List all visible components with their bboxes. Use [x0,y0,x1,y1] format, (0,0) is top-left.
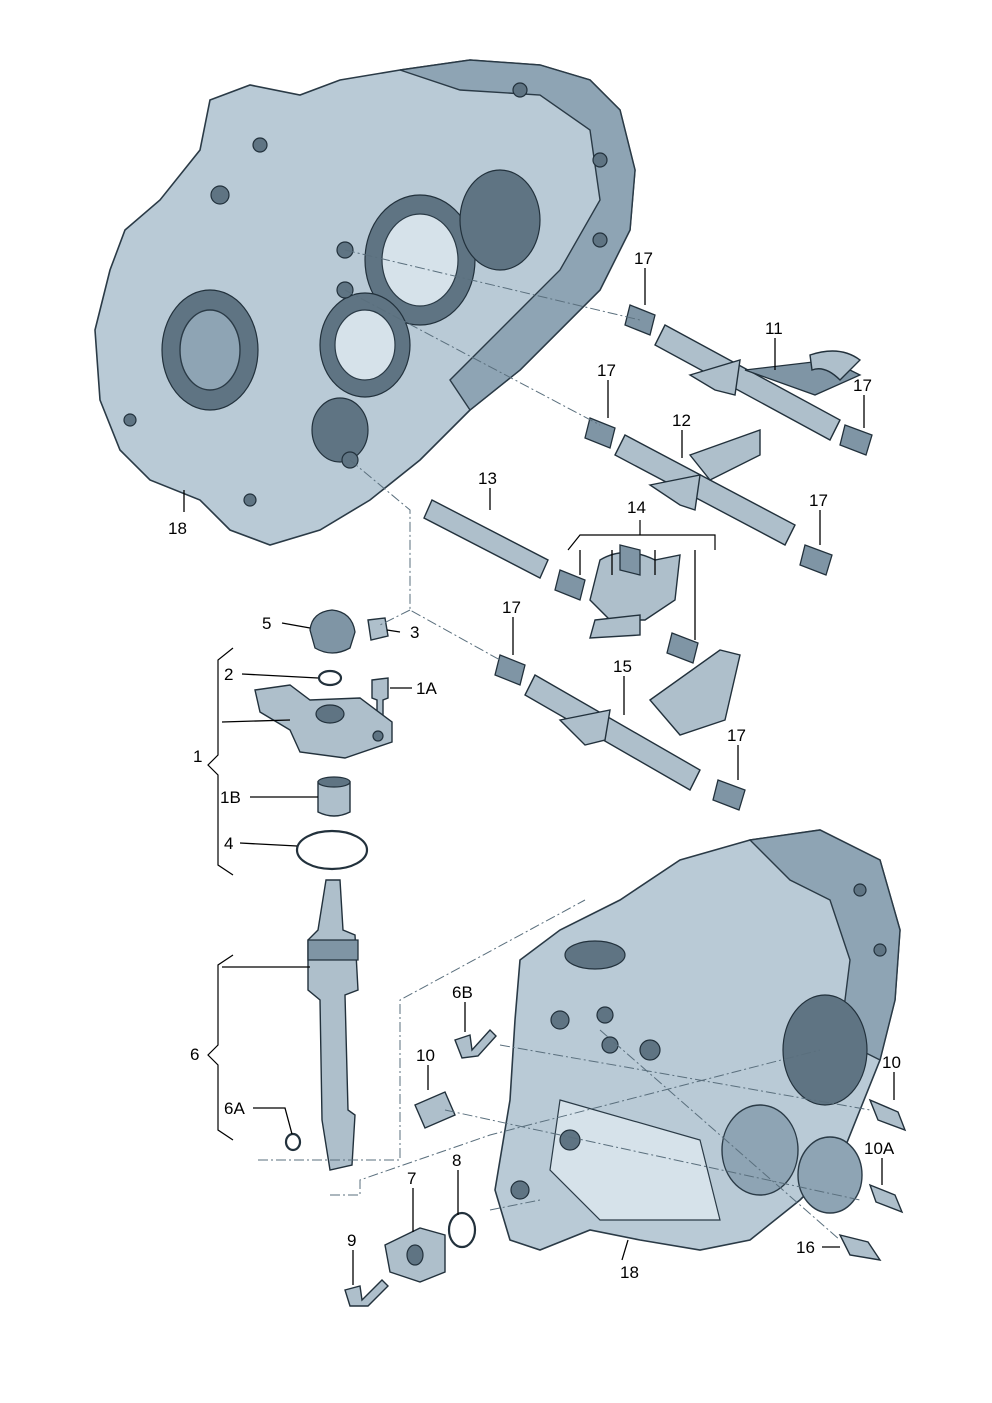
needle-bearing-17-b [839,424,873,456]
callout-6B: 6B [452,983,473,1002]
bracket-group-6 [207,954,234,1141]
callout-5: 5 [262,614,271,633]
callout-8: 8 [452,1151,461,1170]
shift-housing-1 [254,684,393,759]
callout-labels: 17 11 17 17 12 17 13 14 17 15 17 18 5 3 … [168,249,901,1282]
ring-6A [284,1132,302,1152]
callout-14: 14 [627,498,646,517]
callout-16: 16 [796,1238,815,1257]
needle-bearing-17-a [624,304,656,336]
needle-bearing-17-f [712,779,746,811]
callout-7: 7 [407,1169,416,1188]
needle-bearing-14-b [666,632,699,664]
bolt-9 [344,1279,389,1307]
bushing-1B [317,776,351,817]
shift-fork-14 [589,544,681,639]
callout-1: 1 [193,747,202,766]
callout-15: 15 [613,657,632,676]
callout-6A: 6A [224,1099,245,1118]
callout-1B: 1B [220,788,241,807]
shift-rod-12 [614,429,796,546]
cap-3 [367,617,389,641]
callout-10-right: 10 [882,1053,901,1072]
needle-bearing-17-c [584,417,616,449]
gearbox-housing-top [94,59,636,546]
callout-17-c: 17 [597,361,616,380]
assembly-axis-lines [258,249,871,1241]
callout-13: 13 [478,469,497,488]
bracket-group-1 [207,647,234,876]
callout-10A: 10A [864,1139,895,1158]
callout-11: 11 [765,319,783,338]
callout-9: 9 [347,1231,356,1250]
callout-18-bottom: 18 [620,1263,639,1282]
flange-7 [384,1227,446,1283]
o-ring-8 [447,1211,477,1249]
callout-17-f: 17 [727,726,746,745]
callout-1A: 1A [416,679,437,698]
sensor-10A [868,1183,904,1214]
plug-10-left [414,1091,456,1129]
callout-18-top: 18 [168,519,187,538]
switch-16 [838,1233,882,1261]
ring-2 [317,669,343,687]
gearbox-housing-bottom [494,829,901,1251]
o-ring-4 [295,829,369,871]
callout-17-e: 17 [502,598,521,617]
callout-17-b: 17 [853,376,872,395]
bracket-group-14 [567,520,716,551]
shift-rod-11 [654,324,862,441]
callout-4: 4 [224,834,233,853]
callout-12: 12 [672,411,691,430]
gear-lever-cap-5 [309,609,356,654]
shift-rod-15 [524,649,741,791]
callout-17-d: 17 [809,491,828,510]
callout-10-left: 10 [416,1046,435,1065]
needle-bearing-17-d [799,544,833,576]
shift-rod-13 [423,499,549,579]
callout-2: 2 [224,665,233,684]
needle-bearing-17-e [494,654,526,686]
needle-bearing-14-a [554,569,586,601]
leader-lines [183,268,895,1285]
callout-3: 3 [410,623,419,642]
plug-10-right [868,1098,907,1132]
bolt-6B [454,1028,497,1059]
callout-17-a: 17 [634,249,653,268]
selector-shaft-6 [307,879,359,1171]
callout-6: 6 [190,1045,199,1064]
